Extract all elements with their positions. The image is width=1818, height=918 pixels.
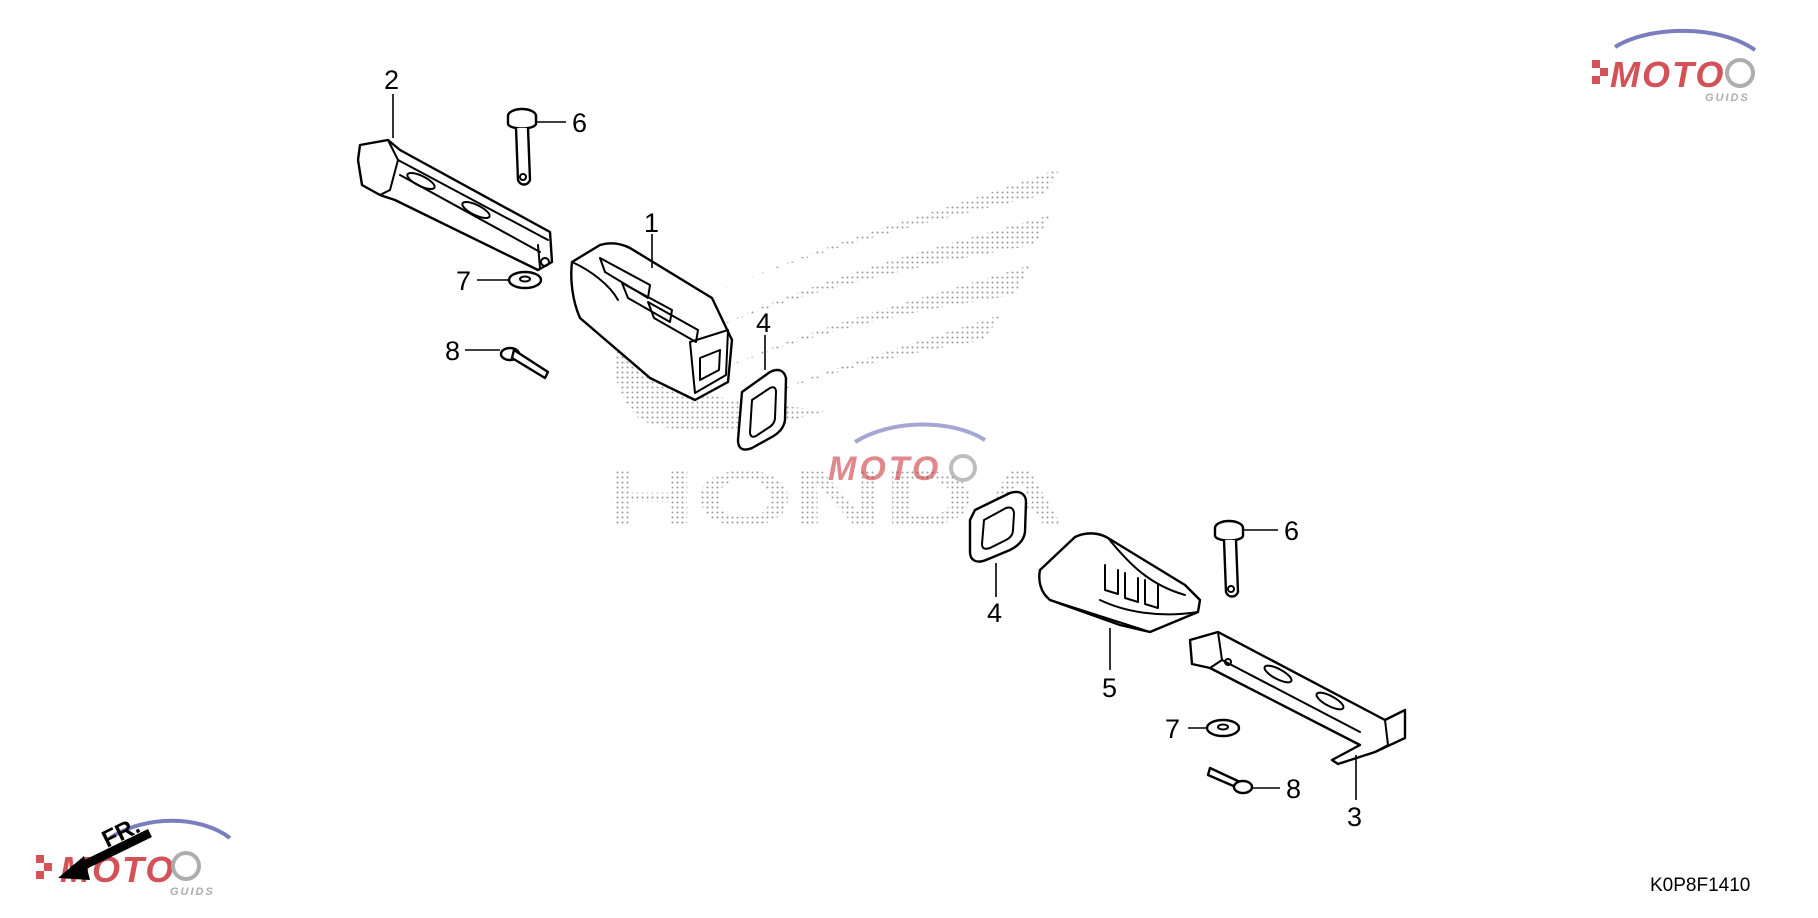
callout-5: 5 [1102,673,1117,703]
watermark-sub-bottom: GUIDS [170,886,215,898]
callout-2: 2 [384,65,399,95]
honda-wing-watermark: HONDA [605,168,1065,542]
part-7-washer-right [1205,718,1241,738]
part-4-grommet-left [736,368,788,451]
part-5-footpeg-rubber-right [1038,532,1202,634]
callout-3: 3 [1347,802,1362,832]
part-2-step-bracket-left [356,138,554,272]
leader-lines [392,94,1357,800]
part-1-footpeg-rubber [570,242,734,402]
moto-guids-watermark-center: MOTO [828,422,987,488]
callout-6-right: 6 [1284,516,1299,546]
callout-7-right: 7 [1165,714,1180,744]
part-8-cotter-pin-right [1206,766,1254,795]
callout-1: 1 [644,208,659,238]
part-4-grommet-right [968,490,1028,563]
callout-7-left: 7 [456,266,471,296]
gear-icon-top [1725,58,1755,88]
watermark-sub-top: GUIDS [1705,92,1750,104]
callout-4-left: 4 [756,308,771,338]
callout-8-left: 8 [445,336,460,366]
moto-guids-logo-top-right: MOTO GUIDS [1592,28,1757,104]
watermark-text-top: MOTO [1610,54,1725,95]
part-6-pin-left [506,107,538,186]
part-3-step-bracket-right [1188,630,1407,766]
callout-4-right: 4 [987,598,1002,628]
part-6-pin-right [1213,519,1245,598]
front-direction-label: FR. [98,812,145,853]
callouts: 2 6 1 7 8 4 4 6 5 7 8 3 [384,65,1362,832]
gear-icon [949,454,977,482]
callout-6-left: 6 [572,108,587,138]
callout-8-right: 8 [1286,774,1301,804]
part-7-washer-left [507,270,543,290]
diagram-code: K0P8F1410 [1650,875,1750,896]
gear-icon-bottom [171,851,201,881]
watermark-text-center: MOTO [828,450,941,488]
part-8-cotter-pin-left [499,346,550,380]
